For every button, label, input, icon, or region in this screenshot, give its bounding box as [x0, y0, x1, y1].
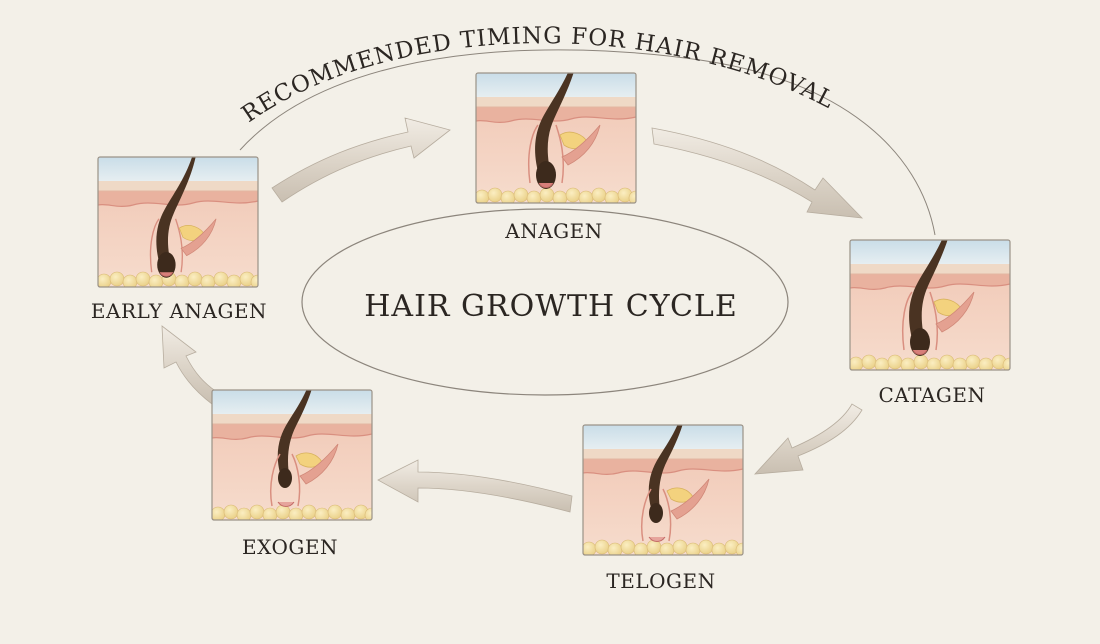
- center-title: HAIR GROWTH CYCLE: [364, 289, 738, 324]
- label-telogen: TELOGEN: [606, 569, 715, 593]
- panel-anagen: [475, 72, 637, 204]
- center-ellipse: [301, 208, 789, 396]
- label-catagen: CATAGEN: [879, 383, 986, 407]
- label-exogen: EXOGEN: [242, 535, 338, 559]
- panel-catagen: [849, 239, 1011, 371]
- timing-arc: [239, 49, 936, 236]
- label-anagen: ANAGEN: [504, 219, 602, 243]
- panel-early-anagen: [97, 156, 259, 288]
- panel-telogen: [582, 424, 744, 556]
- arrow-exogen-to-early: [161, 325, 221, 405]
- panel-exogen: [211, 389, 373, 521]
- arrow-anagen-to-catagen: [651, 127, 864, 219]
- cycle-arrows: [161, 117, 864, 513]
- arrow-early-to-anagen: [271, 117, 451, 203]
- arrow-catagen-to-telogen: [754, 403, 863, 475]
- arrow-telogen-to-exogen: [377, 459, 573, 513]
- label-early-anagen: EARLY ANAGEN: [91, 299, 267, 323]
